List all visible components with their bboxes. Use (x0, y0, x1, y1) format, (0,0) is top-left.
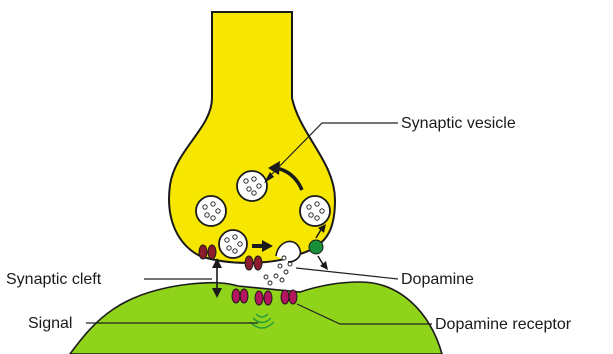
label-signal: Signal (28, 315, 72, 332)
leader-dopamine (296, 268, 398, 279)
label-synaptic-vesicle: Synaptic vesicle (401, 115, 516, 132)
label-dopamine: Dopamine (401, 271, 474, 288)
label-dopamine-receptor: Dopamine receptor (435, 316, 572, 333)
vesicle-icon (196, 196, 226, 226)
vesicle-icon (219, 230, 247, 258)
vesicle-icon (237, 171, 267, 201)
label-synaptic-cleft: Synaptic cleft (6, 271, 102, 288)
vesicle-icon (300, 196, 330, 226)
